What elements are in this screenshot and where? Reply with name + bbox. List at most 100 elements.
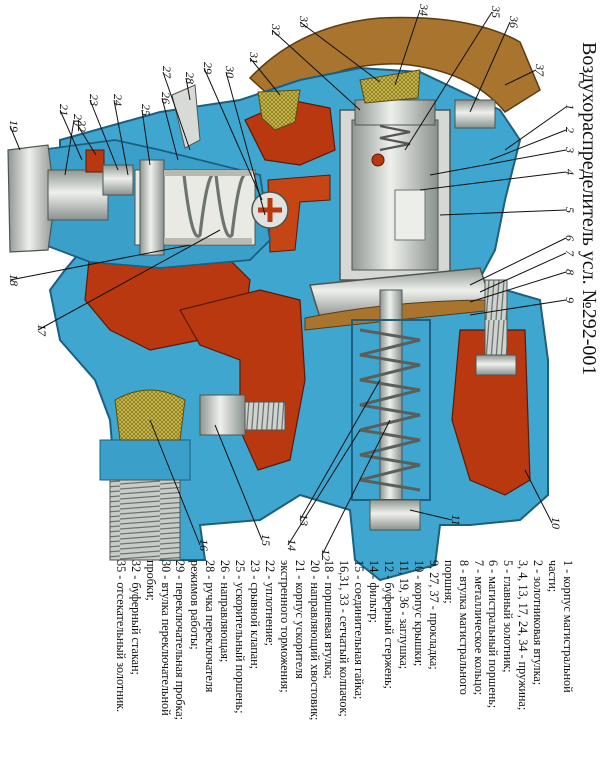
callout-number-24: 24	[111, 94, 125, 106]
callout-number-21: 21	[57, 104, 71, 116]
legend-line: 18 - поршневая втулка;	[322, 560, 337, 679]
cavity-upper-passage	[267, 174, 331, 253]
callout-number-8: 8	[563, 269, 577, 275]
callout-leader-11	[409, 509, 453, 521]
callout-leader-25	[141, 109, 151, 166]
bottom-plug	[369, 499, 421, 531]
guide-shank	[47, 169, 109, 221]
callout-leader-8	[469, 271, 567, 303]
callout-number-26: 26	[159, 92, 173, 104]
callout-leader-30	[225, 71, 266, 216]
callout-number-5: 5	[563, 207, 577, 213]
callout-leader-34	[394, 9, 421, 86]
callout-number-6: 6	[563, 235, 577, 241]
callout-leader-33	[299, 21, 381, 83]
legend-line: 12 - буферный стержень;	[382, 560, 397, 689]
legend-line: экстренного торможения;	[277, 560, 292, 693]
legend-line: части;	[546, 560, 561, 593]
callout-leader-14	[287, 429, 361, 546]
legend-line: 25 - ускорительный поршень;	[233, 560, 248, 714]
legend-line: 2 - золотниковая втулка;	[531, 560, 546, 686]
legend-line: 23 - срывной клапан;	[247, 560, 262, 670]
legend-line: 30 - втулка переключательной	[158, 560, 173, 716]
diagram-title: Воздухораспределитель усл. №292-001	[578, 42, 600, 376]
callout-number-20: 20	[71, 114, 85, 126]
callout-number-35: 35	[489, 5, 503, 18]
callout-leader-21	[59, 109, 83, 161]
callout-number-11: 11	[449, 514, 463, 525]
callout-number-14: 14	[285, 539, 299, 551]
seal	[85, 149, 105, 173]
legend-line: пробки;	[143, 560, 158, 601]
filter-cap-bottom	[114, 389, 186, 441]
cover-bolt-nut	[475, 354, 517, 376]
callout-layer: 1234567891011121314151617181920212223242…	[7, 3, 577, 561]
legend-line: 14 - фильтр;	[367, 560, 382, 623]
legend-line: 29 - переключательная пробка;	[173, 560, 188, 721]
legend-line: 10 - корпус крышки;	[411, 560, 426, 667]
callout-leader-15	[214, 424, 263, 541]
callout-number-4: 4	[563, 169, 577, 175]
callout-number-19: 19	[7, 120, 21, 132]
mode-switch-handle	[171, 84, 201, 149]
legend-line: 6 - магистральный поршень;	[486, 560, 501, 709]
callout-leader-29	[203, 67, 263, 201]
legend-line: 5 - главный золотник;	[501, 560, 516, 673]
callout-leader-5	[439, 209, 567, 216]
legend-line: 21 - корпус ускорителя	[292, 560, 307, 679]
callout-number-18: 18	[7, 274, 21, 286]
accelerator-piston	[139, 159, 165, 256]
legend-line: 1 - корпус магистральной	[561, 560, 575, 693]
callout-leader-37	[504, 69, 537, 86]
spring-3	[371, 153, 385, 167]
legend-line: 11, 19, 36 - заглушка;	[397, 560, 412, 670]
switch-plug-cross	[258, 198, 282, 222]
callout-leader-28	[185, 77, 191, 101]
callout-leader-4	[419, 171, 567, 191]
callout-number-15: 15	[259, 534, 273, 546]
callout-number-29: 29	[201, 62, 215, 74]
cutoff-valve	[394, 189, 426, 241]
legend-line: 28 - ручка переключателя	[203, 560, 218, 693]
callout-number-31: 31	[247, 51, 261, 64]
bottom-thread	[109, 479, 181, 561]
callout-number-17: 17	[35, 324, 49, 337]
legend-line: 7 - металлическое кольцо;	[471, 560, 486, 696]
callout-leader-16	[149, 419, 201, 546]
callout-leader-22	[77, 125, 97, 156]
cover-bolt	[484, 279, 508, 361]
cover-gasket	[248, 16, 541, 113]
callout-leader-18	[9, 244, 191, 281]
accelerator-spring-bottom	[164, 238, 252, 244]
union-nut	[99, 439, 191, 481]
legend-line: 26 - направляющая;	[218, 560, 233, 663]
callout-leader-7	[479, 252, 567, 293]
callout-number-36: 36	[507, 15, 521, 28]
callout-number-37: 37	[533, 63, 547, 77]
callout-number-28: 28	[183, 72, 197, 84]
callout-leader-27	[162, 71, 191, 151]
callout-leader-31	[249, 57, 281, 96]
legend-line: поршня;	[441, 560, 456, 604]
callout-leader-35	[404, 11, 493, 151]
callout-number-33: 33	[297, 15, 311, 28]
side-plug-thread	[244, 401, 286, 431]
callout-number-34: 34	[417, 3, 431, 16]
buffer-cup	[354, 99, 436, 126]
callout-leader-17	[37, 229, 221, 331]
accelerator-spring-top	[164, 170, 252, 176]
callout-leader-3	[429, 149, 567, 176]
callout-number-12: 12	[319, 549, 333, 561]
legend-line: 16,31, 33 - сетчатый колпачок;	[337, 560, 352, 717]
side-plug	[199, 394, 246, 436]
top-plug	[454, 99, 496, 129]
callout-leader-13	[299, 379, 381, 521]
callout-leader-1	[504, 106, 567, 151]
callout-number-27: 27	[160, 66, 174, 79]
legend-line: 9, 27, 37 - прокладка;	[426, 560, 441, 670]
callout-number-3: 3	[563, 146, 577, 153]
legend-line: 35 - отсекательный золотник.	[113, 560, 128, 713]
